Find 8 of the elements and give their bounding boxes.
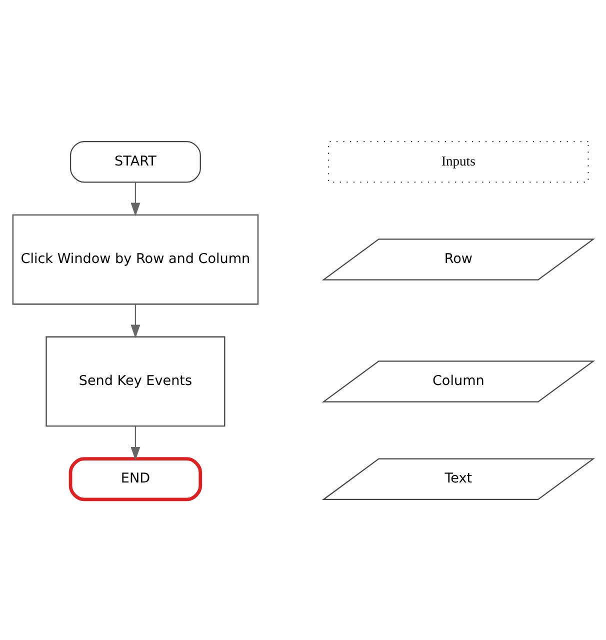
node-box: Click Window by Row and Column (12, 214, 259, 304)
arrow (130, 426, 140, 460)
node-box: START (70, 140, 201, 182)
arrow (130, 182, 140, 216)
node-box: END (68, 456, 202, 501)
node-box: Inputs (328, 140, 589, 182)
arrow (130, 304, 140, 338)
node-box: Send Key Events (46, 336, 226, 426)
